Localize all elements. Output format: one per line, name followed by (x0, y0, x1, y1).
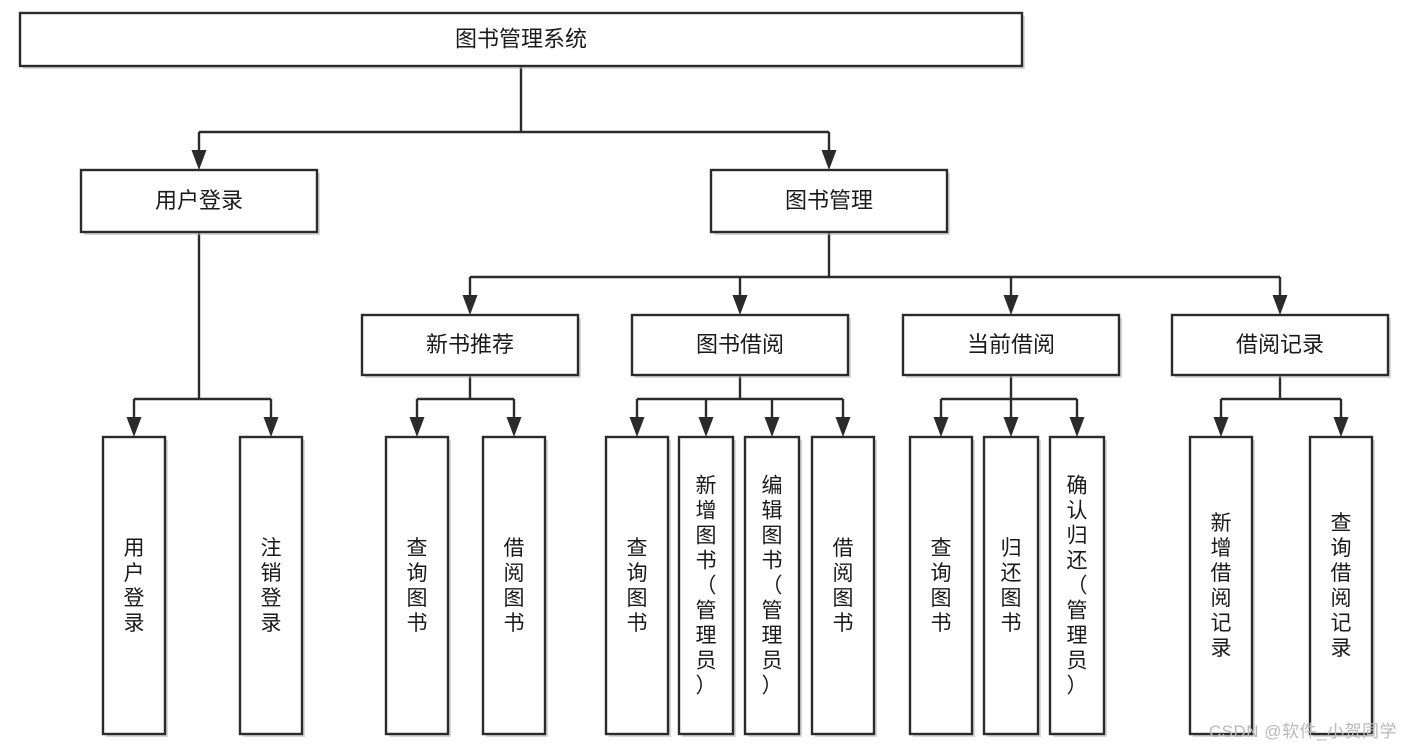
root-node-root[interactable]: 图书管理系统 (18, 11, 1025, 69)
node-label: 归还图书 (1001, 537, 1022, 635)
node-label: 新增图书（管理员） (696, 475, 717, 698)
leaf-node-leaf-user-login[interactable]: 用户登录 (101, 435, 168, 737)
level2-node-l2-new-book[interactable]: 新书推荐 (360, 313, 581, 378)
edge-group-l2-new-book (409, 375, 522, 437)
edge-group-l1-user-login (126, 232, 279, 437)
edge-group-l1-book-manage (462, 232, 1288, 315)
node-rect[interactable] (79, 168, 319, 234)
edges-layer (126, 66, 1349, 437)
node-label: 借阅图书 (833, 537, 854, 635)
node-rect[interactable] (101, 435, 167, 736)
node-label: 图书管理 (785, 188, 873, 213)
node-label: 注销登录 (261, 537, 282, 635)
node-label: 当前借阅 (967, 332, 1055, 357)
node-rect[interactable] (238, 435, 304, 736)
leaf-node-leaf-logout[interactable]: 注销登录 (238, 435, 305, 737)
node-label: 查询图书 (627, 537, 648, 635)
level2-node-l2-record[interactable]: 借阅记录 (1170, 313, 1391, 378)
level1-node-l1-user-login[interactable]: 用户登录 (79, 168, 320, 235)
node-rect[interactable] (384, 435, 450, 736)
edge-group-l2-record (1213, 375, 1349, 437)
leaf-node-leaf-newbook-borrow[interactable]: 借阅图书 (481, 435, 548, 737)
leaf-node-leaf-record-add[interactable]: 新增借阅记录 (1188, 435, 1255, 737)
edge-group-l2-borrow (629, 375, 851, 437)
node-rect[interactable] (630, 313, 850, 377)
node-label: 编辑图书（管理员） (762, 475, 783, 698)
node-rect[interactable] (677, 435, 735, 736)
node-rect[interactable] (360, 313, 580, 377)
node-rect[interactable] (1188, 435, 1254, 736)
node-label: 新增借阅记录 (1211, 512, 1232, 660)
node-label: 查询借阅记录 (1331, 512, 1352, 660)
leaf-node-leaf-current-query[interactable]: 查询图书 (908, 435, 975, 737)
leaf-node-leaf-borrow-add[interactable]: 新增图书（管理员） (677, 435, 736, 737)
node-label: 新书推荐 (426, 332, 514, 357)
level2-node-l2-borrow[interactable]: 图书借阅 (630, 313, 851, 378)
node-rect[interactable] (1170, 313, 1390, 377)
leaf-node-leaf-record-query[interactable]: 查询借阅记录 (1308, 435, 1375, 737)
edge-group-root (191, 66, 837, 170)
leaf-node-leaf-current-confirm[interactable]: 确认归还（管理员） (1048, 435, 1107, 737)
node-label: 借阅记录 (1236, 332, 1324, 357)
node-rect[interactable] (1308, 435, 1374, 736)
node-rect[interactable] (743, 435, 801, 736)
node-rect[interactable] (709, 168, 949, 234)
node-label: 查询图书 (407, 537, 428, 635)
node-label: 确认归还（管理员） (1067, 475, 1088, 698)
node-label: 借阅图书 (504, 537, 525, 635)
node-rect[interactable] (908, 435, 974, 736)
node-rect[interactable] (604, 435, 670, 736)
node-label: 图书管理系统 (455, 26, 587, 51)
leaf-node-leaf-borrow-edit[interactable]: 编辑图书（管理员） (743, 435, 802, 737)
node-rect[interactable] (982, 435, 1040, 736)
node-label: 用户登录 (124, 537, 145, 635)
node-rect[interactable] (901, 313, 1121, 377)
node-rect[interactable] (810, 435, 876, 736)
edge-group-l2-current (933, 375, 1085, 437)
leaf-node-leaf-borrow-query[interactable]: 查询图书 (604, 435, 671, 737)
leaf-node-leaf-current-return[interactable]: 归还图书 (982, 435, 1041, 737)
node-label: 图书借阅 (696, 332, 784, 357)
level1-node-l1-book-manage[interactable]: 图书管理 (709, 168, 950, 235)
node-label: 用户登录 (155, 188, 243, 213)
node-rect[interactable] (1048, 435, 1106, 736)
leaf-node-leaf-newbook-query[interactable]: 查询图书 (384, 435, 451, 737)
nodes-layer: 图书管理系统用户登录图书管理新书推荐图书借阅当前借阅借阅记录用户登录注销登录查询… (18, 11, 1391, 737)
level2-node-l2-current[interactable]: 当前借阅 (901, 313, 1122, 378)
node-label: 查询图书 (931, 537, 952, 635)
node-rect[interactable] (18, 11, 1024, 68)
leaf-node-leaf-borrow-do[interactable]: 借阅图书 (810, 435, 877, 737)
node-rect[interactable] (481, 435, 547, 736)
